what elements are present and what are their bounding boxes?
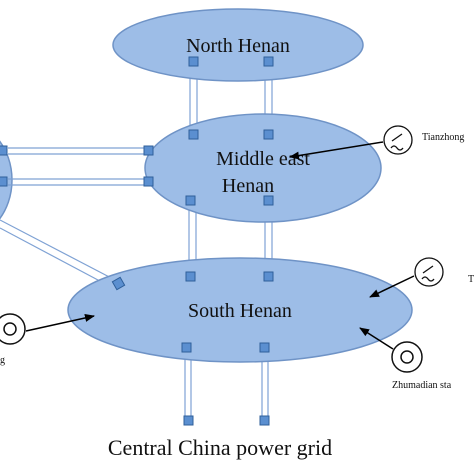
node: [185, 195, 196, 206]
tianzhong-station-label: Tianzhong: [422, 132, 464, 143]
north-henan-label: North Henan: [186, 35, 290, 57]
zhumadian-station-label: Zhumadian sta: [392, 380, 452, 391]
node: [263, 56, 274, 67]
left-station-label: g: [0, 355, 5, 366]
node: [259, 342, 270, 353]
node: [0, 145, 8, 156]
diagram-caption: Central China power grid: [108, 435, 332, 460]
left-south-lines: [0, 219, 118, 289]
substation-nodes: [0, 56, 274, 426]
node: [263, 271, 274, 282]
node: [0, 176, 8, 187]
connection-arrows: [25, 141, 415, 350]
zhumadian-station-icon: [391, 341, 423, 373]
node: [188, 56, 199, 67]
right-station-label: T: [468, 274, 474, 285]
left-middle-lines: [8, 147, 148, 186]
node: [259, 415, 270, 426]
south-henan-label: South Henan: [188, 300, 292, 322]
middle-east-henan-region: [144, 113, 382, 223]
node: [143, 145, 154, 156]
south-henan-region: [67, 257, 413, 363]
right-station-icon: [414, 257, 444, 287]
node: [111, 276, 126, 291]
middle-east-henan-label-line2: Henan: [222, 175, 274, 197]
node: [183, 415, 194, 426]
middle-east-henan-label-line1: Middle east: [216, 148, 310, 170]
node: [185, 271, 196, 282]
left-station-icon: [0, 313, 26, 345]
tianzhong-station-icon: [383, 125, 413, 155]
node: [143, 176, 154, 187]
node: [263, 195, 274, 206]
node: [263, 129, 274, 140]
node: [188, 129, 199, 140]
node: [181, 342, 192, 353]
north-henan-region: [112, 8, 364, 82]
